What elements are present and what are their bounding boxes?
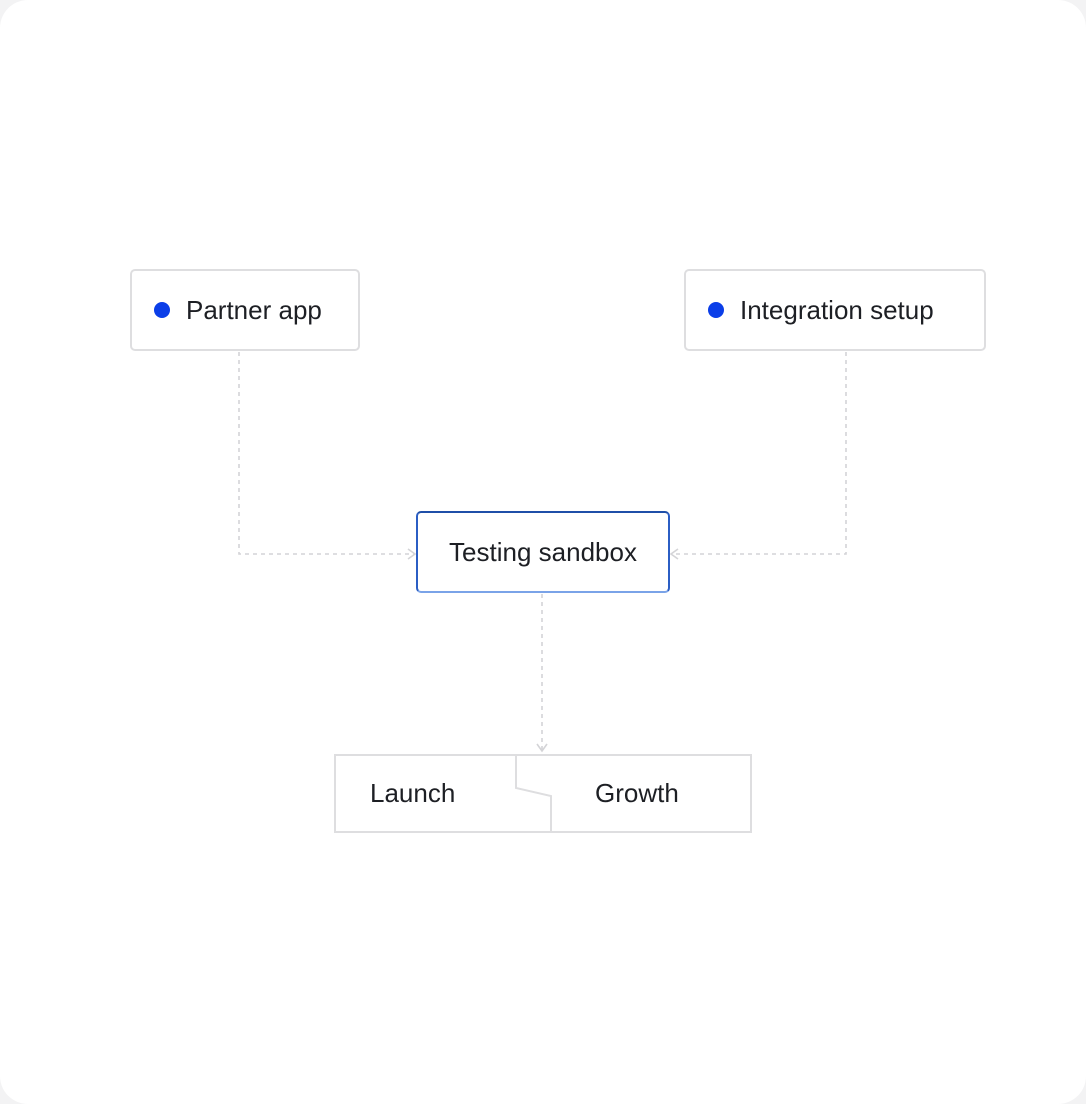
node-label: Integration setup: [740, 294, 934, 325]
node-partner-app[interactable]: Partner app: [130, 269, 360, 351]
arrowhead-split: [536, 743, 548, 753]
status-dot-icon: [708, 302, 724, 318]
split-node-growth[interactable]: Growth: [595, 778, 679, 808]
node-integration-setup[interactable]: Integration setup: [684, 269, 986, 351]
node-testing-sandbox[interactable]: Testing sandbox: [416, 511, 670, 593]
node-label: Partner app: [186, 294, 322, 325]
node-label: Testing sandbox: [449, 536, 637, 567]
arrowhead-partner: [407, 548, 417, 560]
arrowhead-integration: [669, 548, 679, 560]
split-node-launch[interactable]: Launch: [370, 778, 456, 808]
status-dot-icon: [154, 302, 170, 318]
edge-partner-to-sandbox: [238, 352, 414, 555]
edge-integration-to-sandbox: [672, 352, 847, 555]
